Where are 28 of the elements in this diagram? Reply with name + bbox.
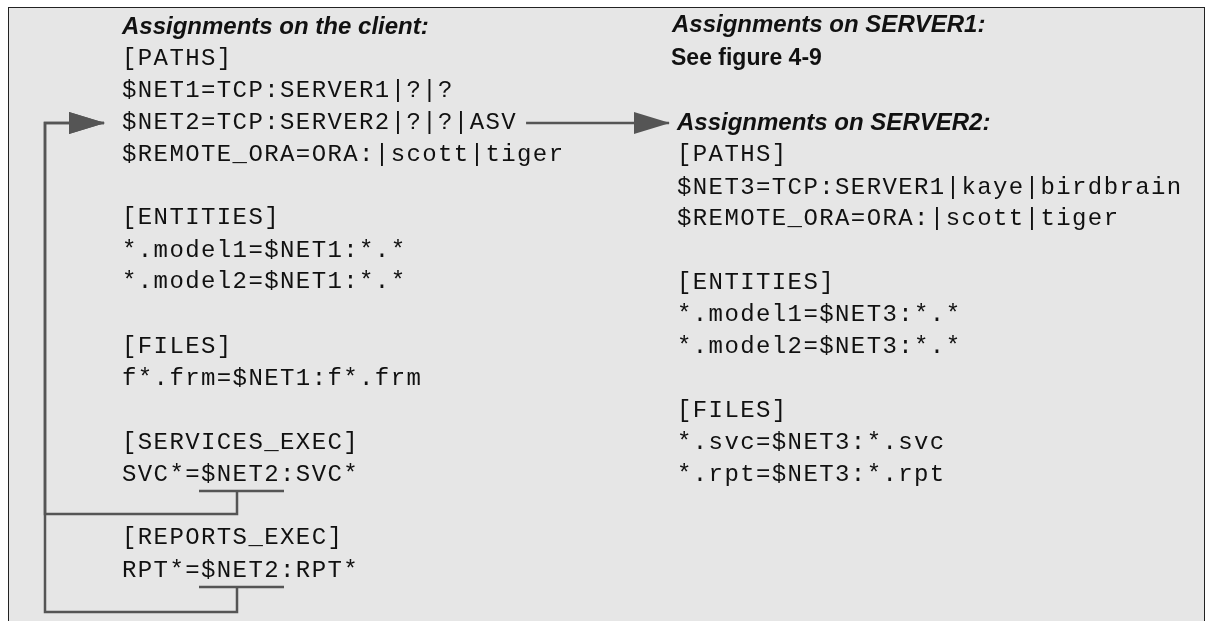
section-heading: Assignments on the client: [122,11,429,41]
code-line: *.model2=$NET3:*.* [677,332,962,362]
code-line: [PATHS] [122,44,233,74]
code-line: f*.frm=$NET1:f*.frm [122,364,423,394]
code-line: *.rpt=$NET3:*.rpt [677,460,946,490]
code-line: RPT*=$NET2:RPT* [122,555,360,587]
code-line: *.model1=$NET1:*.* [122,236,407,266]
code-line: $NET3=TCP:SERVER1|kaye|birdbrain [677,173,1183,203]
connector-arrow [43,112,239,614]
note-text: See figure 4-9 [671,43,822,72]
section-heading: Assignments on SERVER1: [672,9,986,39]
code-line: *.model1=$NET3:*.* [677,300,962,330]
code-line: [ENTITIES] [677,268,836,298]
code-line: *.svc=$NET3:*.svc [677,428,946,458]
code-line: SVC*=$NET2:SVC* [122,459,360,491]
code-line: [FILES] [122,332,233,362]
code-line: $REMOTE_ORA=ORA:|scott|tiger [677,204,1120,234]
code-line: *.model2=$NET1:*.* [122,267,407,297]
code-line: $NET1=TCP:SERVER1|?|? [122,76,454,106]
connector-arrow [526,112,670,134]
code-line: $REMOTE_ORA=ORA:|scott|tiger [122,140,565,170]
code-line: [ENTITIES] [122,203,281,233]
code-line: [PATHS] [677,140,788,170]
code-line: $NET2=TCP:SERVER2|?|?|ASV [122,107,518,139]
code-line: [FILES] [677,396,788,426]
code-line: [SERVICES_EXEC] [122,428,360,458]
section-heading: Assignments on SERVER2: [677,106,991,138]
code-line: [REPORTS_EXEC] [122,523,344,553]
